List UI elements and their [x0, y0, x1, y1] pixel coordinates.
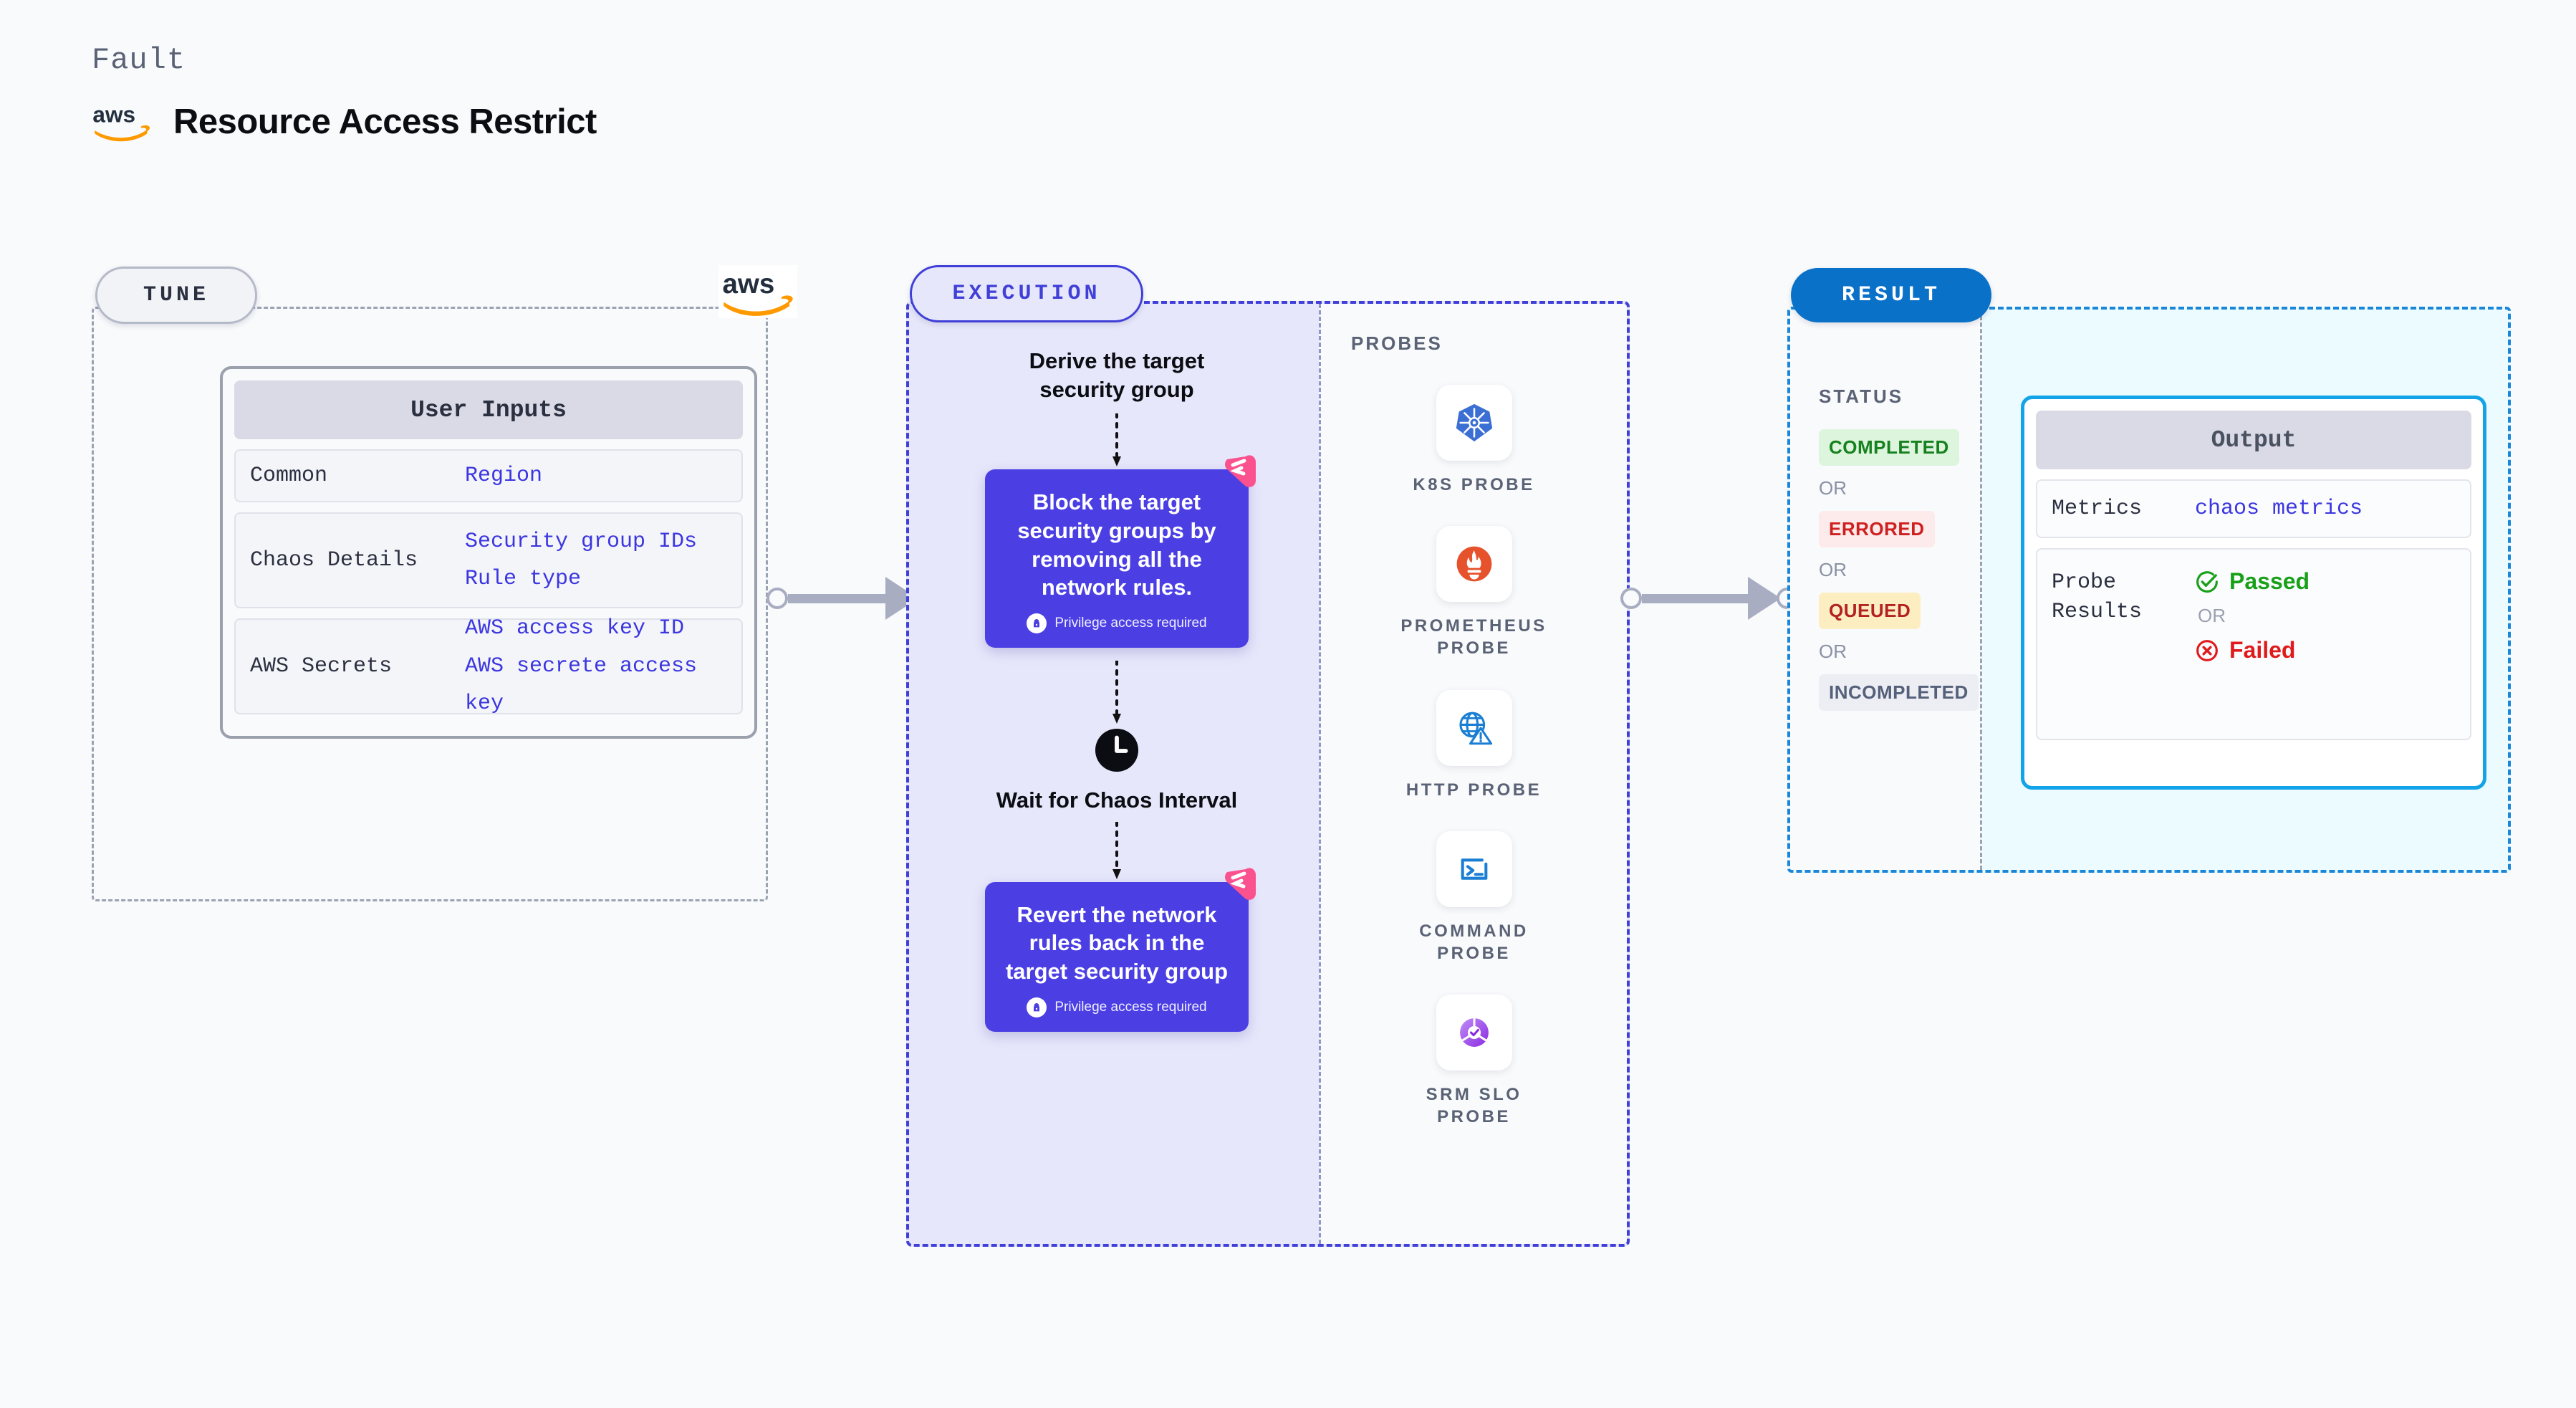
connector-tune-execution — [766, 577, 918, 620]
aws-logo-icon: aws — [92, 102, 153, 142]
action-card-revert-rules[interactable]: Revert the network rules back in the tar… — [985, 868, 1256, 1032]
status-badge-errored: ERRORED — [1819, 511, 1935, 547]
row-value: Rule type — [465, 567, 582, 591]
or-separator: OR — [1819, 559, 1847, 580]
status-column: STATUS COMPLETED OR ERRORED OR QUEUED OR… — [1790, 310, 1982, 870]
or-separator: OR — [1819, 477, 1847, 499]
connector-line — [788, 593, 887, 603]
output-row-metrics[interactable]: Metrics chaos metrics — [2036, 479, 2471, 538]
page-title: Resource Access Restrict — [173, 102, 597, 141]
tune-panel: User Inputs Common Region Chaos Details … — [92, 307, 768, 901]
flow-arrow-2 — [1110, 661, 1124, 727]
lock-icon — [1027, 997, 1047, 1017]
failed-label: Failed — [2229, 637, 2296, 663]
user-input-row-aws-secrets[interactable]: AWS Secrets AWS access key ID AWS secret… — [234, 616, 743, 716]
probe-result-passed: Passed — [2195, 568, 2310, 595]
user-input-row-chaos-details[interactable]: Chaos Details Security group IDs Rule ty… — [234, 512, 743, 608]
user-input-row-common[interactable]: Common Region — [234, 449, 743, 502]
terminal-icon — [1436, 830, 1512, 907]
tune-pill: TUNE — [95, 267, 257, 324]
row-key: Chaos Details — [250, 548, 418, 573]
privilege-label: Privilege access required — [1054, 999, 1207, 1015]
row-key: Metrics — [2052, 496, 2143, 521]
or-separator: OR — [1819, 641, 1847, 662]
probes-column: PROBES K8S PROBE — [1319, 304, 1627, 1244]
title-row: aws Resource Access Restrict — [92, 102, 597, 142]
srm-slo-icon — [1436, 995, 1512, 1071]
row-key: Probe Results — [2052, 570, 2143, 624]
probe-label: PROMETHEUS PROBE — [1400, 616, 1547, 658]
row-value: AWS access key ID — [465, 616, 685, 641]
row-key: Common — [250, 464, 328, 488]
svg-text:aws: aws — [723, 269, 775, 300]
fault-kicker: Fault — [92, 43, 186, 77]
prometheus-icon — [1436, 526, 1512, 603]
probe-label: SRM SLO PROBE — [1426, 1085, 1522, 1127]
status-badge-incompleted: INCOMPLETED — [1819, 674, 1979, 711]
svg-text:aws: aws — [92, 102, 135, 128]
check-circle-icon — [2196, 570, 2218, 593]
chaos-triangle-icon — [1220, 866, 1260, 904]
probe-http[interactable]: HTTP PROBE — [1321, 689, 1627, 801]
result-panel: STATUS COMPLETED OR ERRORED OR QUEUED OR… — [1787, 307, 2511, 873]
probe-k8s[interactable]: K8S PROBE — [1321, 385, 1627, 496]
flow-arrow-1 — [1110, 413, 1124, 469]
page-header: Fault aws Resource Access Restrict — [92, 43, 597, 142]
http-globe-warning-icon — [1436, 689, 1512, 766]
x-circle-icon — [2196, 639, 2218, 661]
chaos-triangle-icon — [1220, 454, 1260, 491]
row-key: AWS Secrets — [250, 654, 393, 679]
probes-label: PROBES — [1351, 332, 1443, 354]
action-card-text: Block the target security groups by remo… — [1017, 489, 1216, 600]
aws-logo-border-icon: aws — [719, 265, 797, 318]
row-value: AWS secrete access key — [465, 653, 698, 717]
connector-execution-result — [1620, 577, 1798, 620]
action-card-block-security-groups[interactable]: Block the target security groups by remo… — [985, 455, 1256, 648]
flow-step-derive-target: Derive the target security group — [1029, 348, 1205, 402]
user-inputs-title: User Inputs — [234, 380, 743, 439]
row-value: Security group IDs — [465, 529, 698, 554]
execution-pill: EXECUTION — [910, 265, 1143, 322]
result-pill: RESULT — [1791, 268, 1991, 322]
probe-label: K8S PROBE — [1413, 475, 1535, 494]
privilege-note: Privilege access required — [1001, 613, 1233, 634]
status-badge-completed: COMPLETED — [1819, 429, 1959, 466]
lock-icon — [1027, 613, 1047, 634]
tune-pill-label: TUNE — [143, 283, 209, 307]
user-inputs-card: User Inputs Common Region Chaos Details … — [220, 366, 757, 739]
connector-start-dot — [1620, 588, 1642, 609]
output-row-probe-results[interactable]: Probe Results Passed OR Failed — [2036, 548, 2471, 740]
probe-label: HTTP PROBE — [1405, 780, 1542, 800]
probe-label: COMMAND PROBE — [1419, 921, 1529, 963]
passed-label: Passed — [2229, 568, 2310, 594]
connector-start-dot — [766, 588, 788, 609]
probe-prometheus[interactable]: PROMETHEUS PROBE — [1321, 526, 1627, 659]
output-title: Output — [2036, 411, 2471, 469]
probe-srm-slo[interactable]: SRM SLO PROBE — [1321, 995, 1627, 1128]
connector-arrowhead — [1748, 577, 1781, 620]
probe-result-failed: Failed — [2195, 637, 2310, 664]
row-value: Region — [465, 463, 543, 488]
privilege-label: Privilege access required — [1054, 616, 1207, 631]
flow-step-wait-interval: Wait for Chaos Interval — [996, 787, 1238, 813]
output-card: Output Metrics chaos metrics Probe Resul… — [2021, 396, 2486, 790]
status-label: STATUS — [1819, 385, 1904, 407]
execution-pill-label: EXECUTION — [952, 282, 1101, 306]
privilege-note: Privilege access required — [1001, 997, 1233, 1017]
probe-command[interactable]: COMMAND PROBE — [1321, 830, 1627, 964]
result-pill-label: RESULT — [1841, 283, 1941, 307]
status-badge-queued: QUEUED — [1819, 593, 1921, 629]
connector-line — [1642, 593, 1749, 603]
row-value: chaos metrics — [2195, 497, 2363, 521]
kubernetes-icon — [1436, 385, 1512, 461]
wait-clock-icon — [1095, 728, 1139, 776]
action-card-text: Revert the network rules back in the tar… — [1005, 901, 1229, 985]
execution-panel: Derive the target security group Block t… — [906, 301, 1630, 1247]
flow-arrow-3 — [1110, 821, 1124, 882]
or-separator: OR — [2198, 605, 2226, 626]
execution-flow-column: Derive the target security group Block t… — [909, 304, 1325, 1244]
